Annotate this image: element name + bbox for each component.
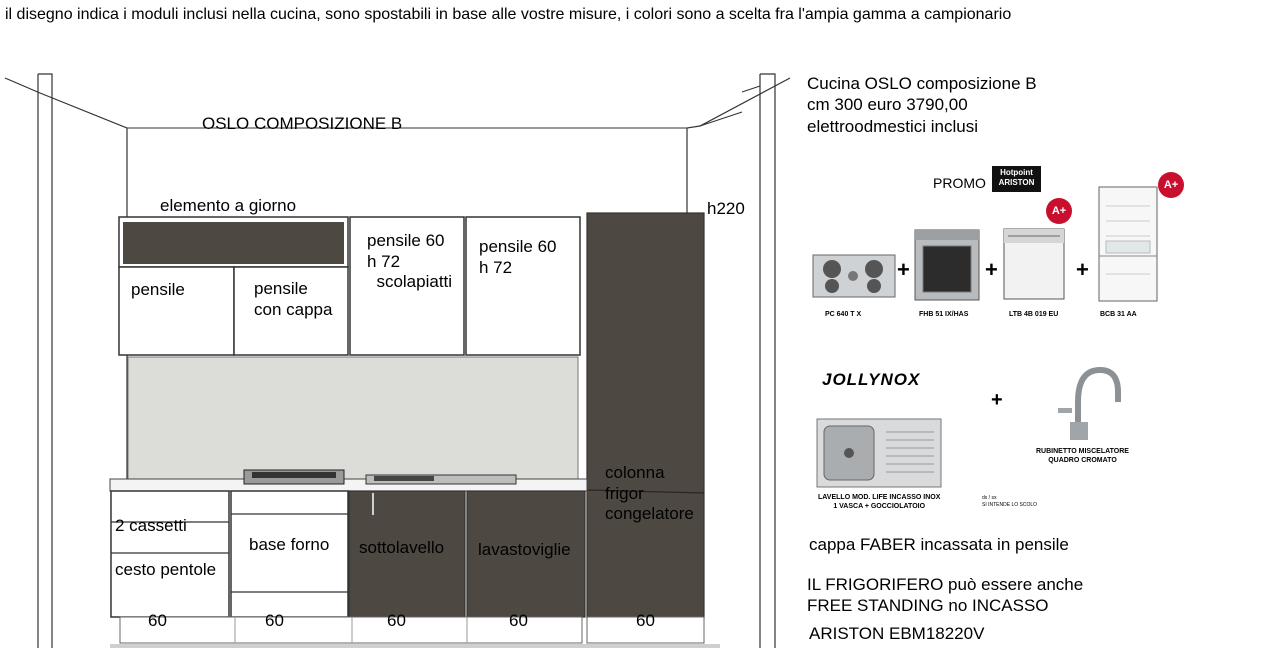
right-wall-line	[686, 77, 791, 215]
right-pillar	[760, 73, 776, 648]
left-wall-line	[4, 77, 128, 480]
header-caption: il disegno indica i moduli inclusi nella…	[5, 6, 1012, 23]
sink-brand-logo: JOLLYNOX	[822, 370, 921, 389]
drainer-wall-unit	[349, 216, 465, 356]
plus-sign: +	[1076, 257, 1089, 282]
fridge-column	[586, 212, 705, 619]
brand-top-text: Hotpoint	[1000, 168, 1033, 177]
brand-logo: Hotpoint ARISTON	[992, 166, 1041, 192]
brand-bottom-text: ARISTON	[998, 178, 1035, 187]
tap-image	[1058, 366, 1121, 440]
open-shelf-dark	[123, 222, 344, 264]
backsplash	[127, 356, 579, 480]
info-line-2: cm 300 euro 3790,00	[807, 95, 968, 114]
column-label: colonna frigor congelatore	[605, 463, 694, 524]
dishwasher-image	[1003, 228, 1065, 300]
product-code: BCB 31 AA	[1100, 311, 1137, 318]
width-label: 60	[387, 611, 406, 630]
oven-base	[230, 490, 349, 618]
oven-base-label: base forno	[249, 535, 330, 554]
product-code: PC 640 T X	[825, 311, 862, 318]
dishwasher-base	[466, 490, 586, 618]
wall-unit-60	[465, 216, 581, 356]
width-label: 60	[636, 611, 655, 630]
open-shelf-label: elemento a giorno	[160, 196, 297, 215]
product-code: FHB 51 IX/HAS	[919, 311, 969, 318]
energy-badge: A+	[1158, 172, 1184, 198]
oven-image	[914, 229, 980, 301]
width-label: 60	[509, 611, 528, 630]
tap-caption: RUBINETTO MISCELATORE QUADRO CROMATO	[1036, 448, 1129, 464]
product-code: LTB 4B 019 EU	[1009, 311, 1059, 318]
height-label: h220	[707, 199, 745, 218]
hood-wall-unit	[233, 266, 349, 356]
left-pillar	[38, 73, 53, 648]
width-label: 60	[148, 611, 167, 630]
energy-badge: A+	[1046, 198, 1072, 224]
sink-caption: LAVELLO MOD. LIFE INCASSO INOX 1 VASCA +…	[818, 494, 941, 510]
fridge-model: ARISTON EBM18220V	[809, 624, 985, 643]
sink-note: dx / sx SI INTENDE LO SCOLO	[982, 495, 1038, 508]
drawers-base	[110, 490, 230, 618]
plus-sign: +	[991, 389, 1003, 411]
plus-sign: +	[985, 257, 998, 282]
promo-label: PROMO	[933, 175, 986, 191]
hood-note: cappa FABER incassata in pensile	[809, 535, 1069, 554]
sink-base-label: sottolavello	[359, 538, 445, 557]
info-line-3: elettroodmestici inclusi	[807, 117, 979, 136]
wall-unit-label: pensile	[131, 280, 185, 299]
fridge-image	[1098, 186, 1158, 302]
plus-sign: +	[897, 257, 910, 282]
drainer-unit-label: pensile 60 h 72 scolapiatti	[367, 231, 453, 292]
sink-top	[365, 474, 517, 485]
sink-image	[816, 418, 942, 488]
fridge-note: IL FRIGORIFERO può essere anche FREE STA…	[807, 575, 1084, 616]
dishwasher-label: lavastoviglie	[478, 540, 571, 559]
drawers-label: 2 cassetti	[115, 516, 187, 535]
drawing-title: OSLO COMPOSIZIONE B	[202, 114, 403, 133]
width-label: 60	[265, 611, 284, 630]
info-line-1: Cucina OSLO composizione B	[807, 74, 1037, 93]
wall-unit-60-label: pensile 60 h 72	[479, 237, 557, 277]
plinth	[119, 616, 583, 644]
hood-unit-label: pensile con cappa	[254, 279, 333, 319]
wall-unit	[118, 266, 235, 356]
hob-image	[812, 254, 896, 298]
pot-basket-label: cesto pentole	[115, 560, 217, 579]
